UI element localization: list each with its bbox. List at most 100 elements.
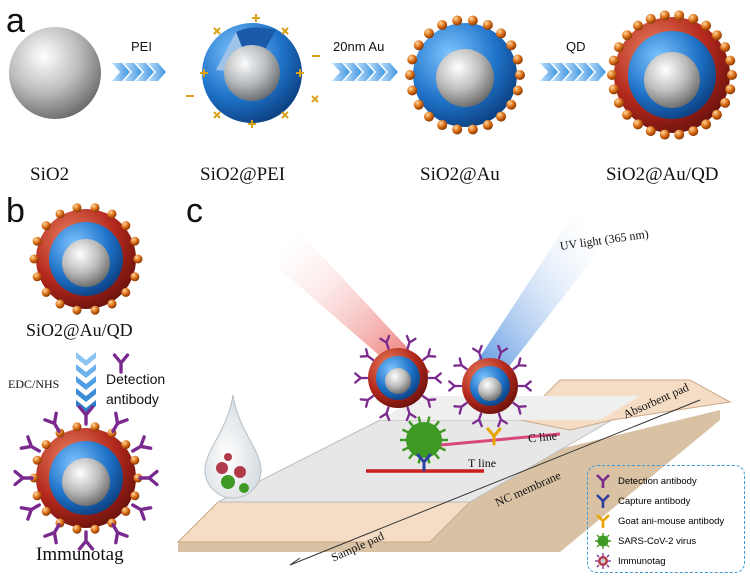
- t-line-label: T line: [468, 456, 497, 470]
- detection-antibody: [127, 435, 153, 459]
- virus-spike: [408, 420, 416, 429]
- gold-nanoparticle: [701, 20, 712, 31]
- gold-nanoparticle: [711, 30, 722, 41]
- gold-nanoparticle: [32, 272, 42, 282]
- gold-nanoparticle: [41, 440, 51, 450]
- gold-nanoparticle: [607, 70, 617, 80]
- c-line-label: C line: [527, 428, 558, 446]
- immunotag-icon: [595, 553, 611, 569]
- gold-nanoparticle: [407, 85, 418, 96]
- goat-antibody-icon: [596, 514, 610, 528]
- gold-nanoparticle: [452, 124, 463, 135]
- gold-nanoparticle: [413, 99, 424, 110]
- detection-antibody-label-2: antibody: [106, 391, 159, 407]
- legend-label-detection: Detection antibody: [618, 475, 697, 487]
- gold-nanoparticle: [133, 473, 143, 483]
- gold-nanoparticle: [482, 19, 493, 30]
- sample-droplet: [204, 394, 262, 499]
- gold-nanoparticle: [90, 305, 100, 315]
- detection-antibody-glyph: [112, 353, 130, 374]
- gold-nanoparticle: [72, 524, 82, 534]
- gold-nanoparticle: [121, 440, 131, 450]
- particle-sio2-au-qd: [607, 10, 737, 140]
- gold-nanoparticle: [32, 455, 42, 465]
- gold-nanoparticle: [608, 55, 619, 66]
- gold-nanoparticle: [437, 19, 448, 30]
- particle-label-sio2-au-qd: SiO2@Au/QD: [606, 164, 719, 185]
- gold-nanoparticle: [711, 109, 722, 120]
- captured-immunotag-left: [354, 334, 442, 422]
- virus-spike: [432, 451, 440, 460]
- detection-antibody: [427, 372, 442, 384]
- detection-antibody: [354, 372, 369, 384]
- step-label-qd: QD: [566, 39, 586, 54]
- legend-label-immunotag: Immunotag: [618, 555, 666, 567]
- gold-nanoparticle: [437, 120, 448, 131]
- gold-nanoparticle: [423, 111, 434, 122]
- gold-nanoparticle: [130, 272, 140, 282]
- gold-nanoparticle: [645, 126, 656, 137]
- gold-nanoparticle: [407, 54, 418, 65]
- gold-nanoparticle: [659, 10, 670, 21]
- step-arrow-pei: [112, 63, 166, 81]
- reagent-label: EDC/NHS: [8, 377, 60, 391]
- gold-nanoparticle: [29, 254, 39, 264]
- gold-nanoparticle: [622, 30, 633, 41]
- gold-nanoparticle: [613, 97, 624, 108]
- virus-spike: [432, 420, 440, 429]
- gold-nanoparticle: [720, 97, 731, 108]
- particle-label-sio2-pei: SiO2@PEI: [200, 164, 286, 185]
- step-arrow-au: [332, 63, 398, 81]
- gold-nanoparticle: [107, 299, 117, 309]
- gold-nanoparticle: [645, 13, 656, 24]
- gold-nanoparticle: [32, 491, 42, 501]
- gold-nanoparticle: [90, 203, 100, 213]
- gold-nanoparticle: [482, 120, 493, 131]
- gold-nanoparticle: [72, 422, 82, 432]
- virus-spike: [401, 428, 411, 435]
- legend-label-goat: Goat ani-mouse antibody: [618, 515, 725, 527]
- legend-item-capture: Capture antibody: [592, 492, 690, 510]
- gold-nanoparticle: [632, 20, 643, 31]
- detection-antibody: [517, 380, 532, 392]
- virus-spike: [437, 428, 447, 435]
- gold-nanoparticle: [41, 221, 51, 231]
- gold-nanoparticle: [506, 40, 517, 51]
- legend: Detection antibody Capture antibody Goat…: [587, 465, 745, 573]
- gold-nanoparticle: [467, 15, 478, 26]
- legend-item-detection: Detection antibody: [592, 472, 697, 490]
- gold-nanoparticle: [452, 15, 463, 26]
- gold-nanoparticle: [55, 299, 65, 309]
- gold-nanoparticle: [688, 13, 699, 24]
- gold-nanoparticle: [405, 70, 415, 80]
- gold-nanoparticle: [496, 111, 507, 122]
- gold-nanoparticle: [496, 28, 507, 39]
- legend-item-immunotag: Immunotag: [592, 552, 666, 570]
- particle-label-sio2-au: SiO2@Au: [420, 164, 500, 185]
- step-label-au: 20nm Au: [333, 39, 385, 54]
- virus-spike: [426, 416, 431, 425]
- gold-nanoparticle: [725, 84, 736, 95]
- gold-nanoparticle: [90, 422, 100, 432]
- virus-icon: [595, 533, 611, 549]
- gold-nanoparticle: [413, 40, 424, 51]
- detection-antibody-label-1: Detection: [106, 371, 166, 387]
- step-label-pei: PEI: [131, 39, 152, 54]
- legend-label-virus: SARS-CoV-2 virus: [618, 535, 697, 547]
- gold-nanoparticle: [133, 254, 143, 264]
- gold-nanoparticle: [41, 506, 51, 516]
- gold-nanoparticle: [659, 129, 670, 140]
- detection-antibody: [448, 380, 463, 392]
- gold-nanoparticle: [72, 305, 82, 315]
- gold-nanoparticle: [130, 491, 140, 501]
- detection-antibody: [19, 497, 45, 521]
- down-arrow-edc-nhs: [76, 352, 96, 414]
- legend-item-goat: Goat ani-mouse antibody: [592, 512, 724, 530]
- panel-b-bottom-label: Immunotag: [36, 544, 124, 565]
- legend-label-capture: Capture antibody: [618, 495, 691, 507]
- legend-item-virus: SARS-CoV-2 virus: [592, 532, 696, 550]
- gold-nanoparticle: [107, 209, 117, 219]
- particle-sio2-pei: [186, 14, 320, 128]
- gold-nanoparticle: [130, 236, 140, 246]
